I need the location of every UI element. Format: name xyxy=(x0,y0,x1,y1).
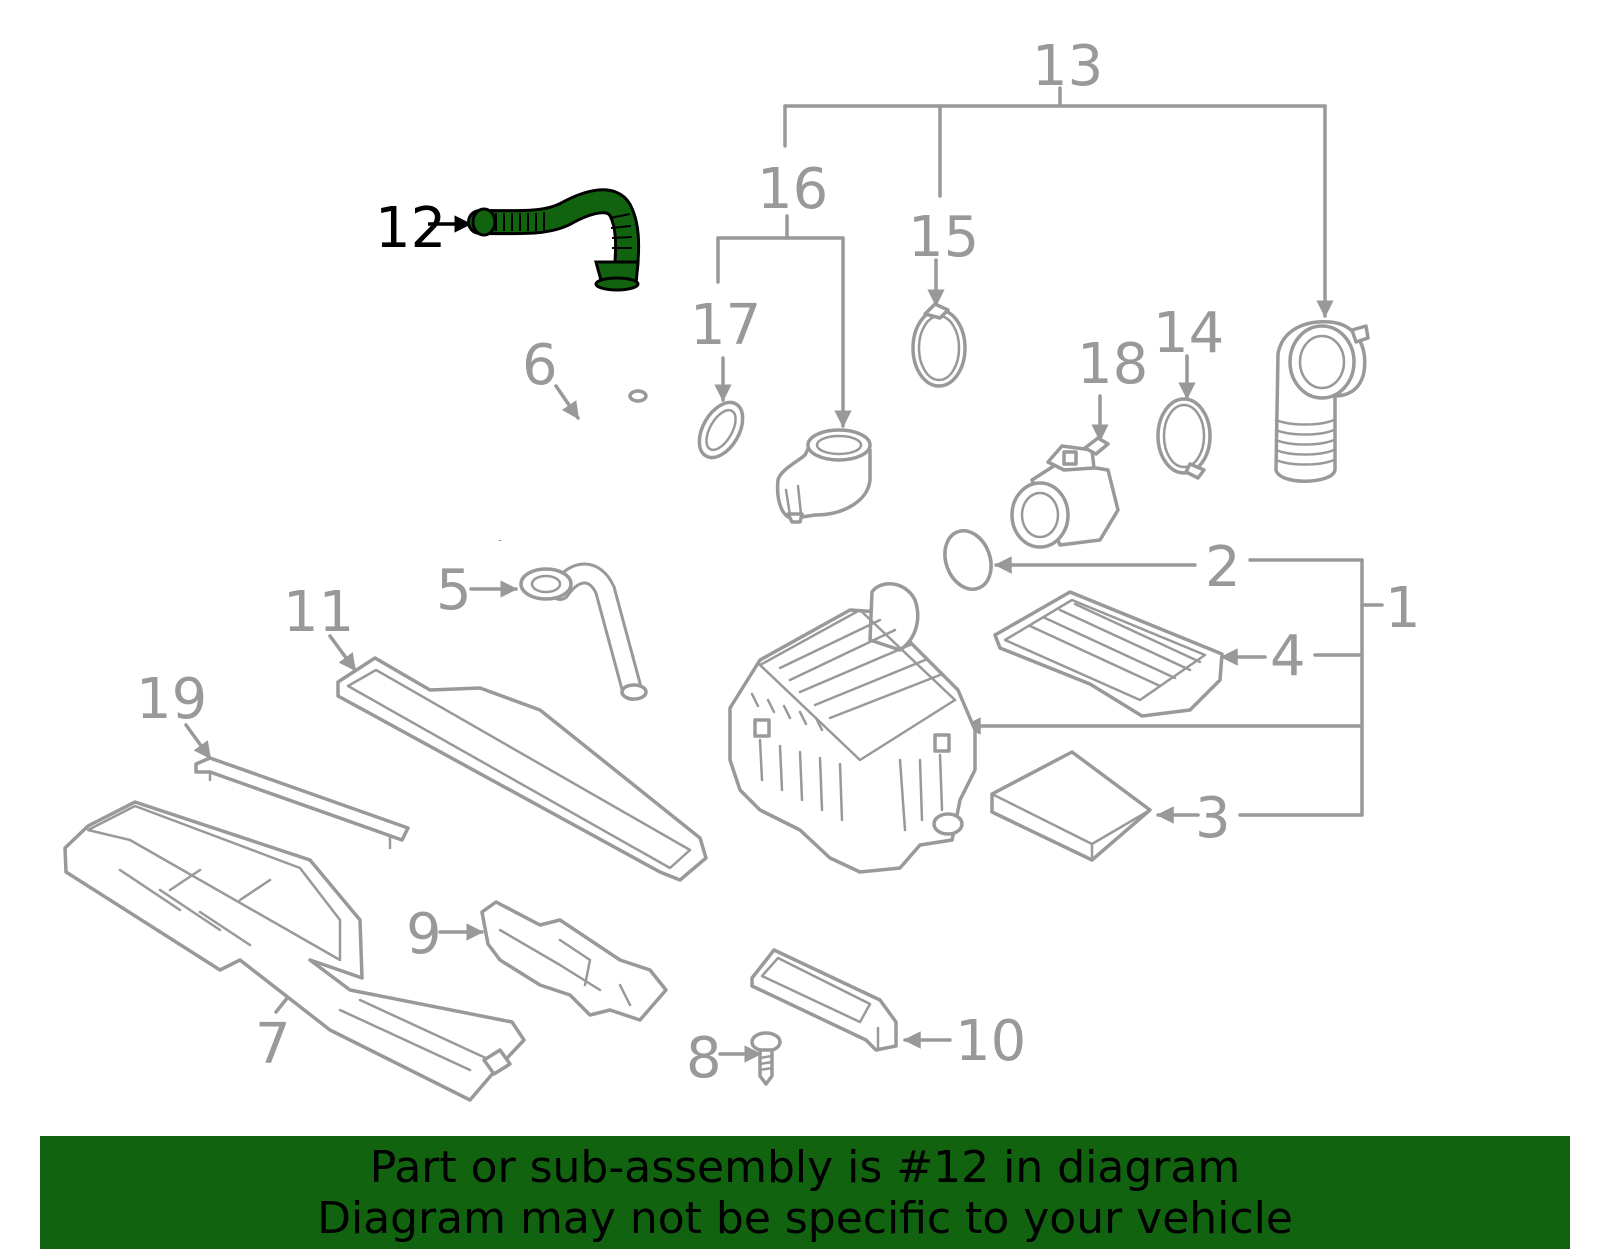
callout-18: 18 xyxy=(1077,332,1148,397)
callout-5: 5 xyxy=(436,558,472,623)
callout-10: 10 xyxy=(955,1009,1026,1074)
callout-8: 8 xyxy=(686,1026,722,1091)
part-10-duct-outlet xyxy=(750,948,898,1052)
part-5-elbow-pipe xyxy=(519,562,648,701)
part-16-elbow-duct xyxy=(775,428,872,524)
part-14-hose-clamp xyxy=(1156,397,1212,480)
callout-16: 16 xyxy=(757,157,828,222)
part-12-breather-hose[interactable] xyxy=(467,188,641,292)
callout-1: 1 xyxy=(1385,576,1421,641)
part-7-air-intake-duct xyxy=(63,800,526,1102)
part-8-screw xyxy=(750,1031,782,1086)
callout-11: 11 xyxy=(283,580,354,645)
part-2-gasket-ring xyxy=(943,529,993,591)
part-6-vent-pipe xyxy=(497,389,648,542)
callout-3: 3 xyxy=(1195,786,1231,851)
callout-arrows xyxy=(184,215,1267,1063)
part-9-mounting-bracket xyxy=(480,900,668,1022)
part-11-seal-strip xyxy=(336,656,708,882)
bracket-13-leader xyxy=(783,86,1334,318)
info-banner: Part or sub-assembly is #12 in diagram D… xyxy=(40,1136,1570,1249)
part-3-cabin-filter xyxy=(990,750,1152,862)
callout-9: 9 xyxy=(406,902,442,967)
callout-4: 4 xyxy=(1270,624,1306,689)
callout-7: 7 xyxy=(255,1012,291,1077)
callout-labels: 1 2 3 4 5 6 7 8 9 10 11 12 13 14 15 16 1… xyxy=(136,34,1421,1091)
part-4-filter-element xyxy=(993,590,1224,718)
part-19-trim-strip xyxy=(194,756,410,850)
banner-line-disclaimer: Diagram may not be specific to your vehi… xyxy=(317,1193,1293,1244)
callout-6: 6 xyxy=(522,333,558,398)
bracket-16-leader xyxy=(716,214,852,428)
part-1-air-filter-housing xyxy=(728,582,977,874)
callout-17: 17 xyxy=(690,293,761,358)
bracket-1-leader xyxy=(963,558,1384,817)
banner-line-part: Part or sub-assembly is #12 in diagram xyxy=(369,1142,1241,1193)
callout-19: 19 xyxy=(136,667,207,732)
callout-13: 13 xyxy=(1032,34,1103,99)
part-15-hose-clamp xyxy=(911,302,967,388)
part-17-seal-ring xyxy=(697,400,745,460)
callout-12[interactable]: 12 xyxy=(375,196,446,261)
part-18-air-flow-sensor xyxy=(1010,436,1120,549)
part-13-intake-boot xyxy=(1274,320,1370,483)
callout-14: 14 xyxy=(1153,301,1224,366)
callout-2: 2 xyxy=(1205,535,1241,600)
callout-15: 15 xyxy=(908,205,979,270)
